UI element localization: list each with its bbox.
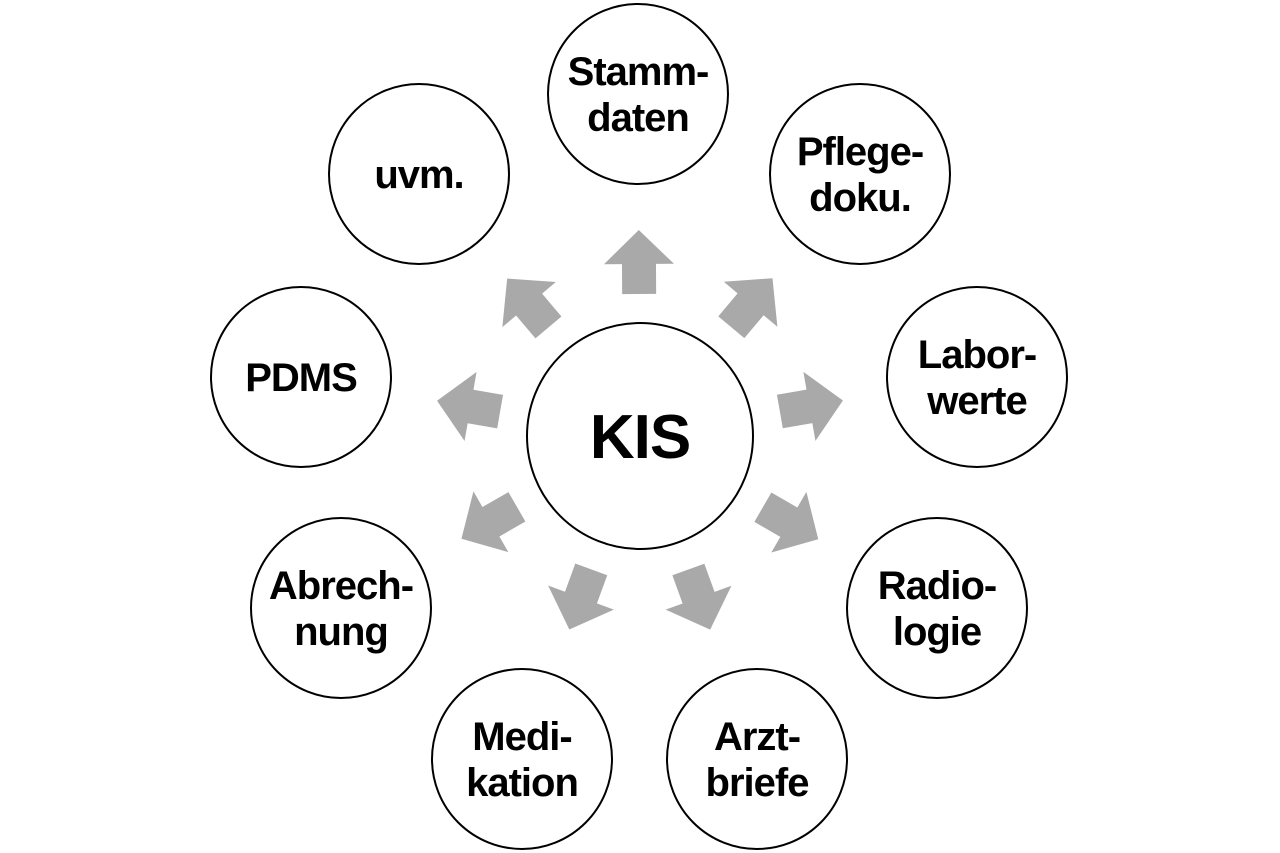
arrow-shape	[437, 372, 504, 441]
node-label-line: Pflege-	[797, 130, 923, 174]
node-label-line: daten	[587, 96, 689, 140]
node-medikation: Medi-kation	[431, 668, 613, 850]
node-label-line: Labor-	[918, 333, 1036, 377]
arrow-shape	[776, 371, 843, 441]
node-label-line: PDMS	[245, 356, 357, 400]
node-arztbriefe: Arzt-briefe	[666, 668, 848, 850]
node-abrechnung: Abrech-nung	[250, 517, 432, 699]
node-label-line: logie	[893, 610, 981, 654]
node-label-line: briefe	[706, 761, 809, 805]
arrow-shape	[665, 563, 732, 630]
node-circle	[769, 83, 951, 265]
arrow-medikation	[548, 563, 614, 630]
node-circle	[666, 668, 848, 850]
node-circle	[250, 517, 432, 699]
arrow-stammdaten	[603, 230, 674, 295]
center-circle	[526, 322, 754, 550]
node-circle	[846, 517, 1028, 699]
node-uvm: uvm.	[328, 83, 510, 265]
arrows-layer	[437, 230, 843, 630]
node-label-line: Medi-	[472, 715, 571, 759]
arrow-shape	[548, 563, 614, 630]
arrow-shape	[502, 278, 562, 339]
node-label-line: Arzt-	[714, 715, 800, 759]
node-circle	[210, 286, 392, 468]
node-circle	[547, 3, 729, 185]
arrow-shape	[603, 230, 674, 295]
arrow-shape	[754, 491, 819, 553]
node-label-line: nung	[294, 610, 388, 654]
arrow-abrechnung	[461, 491, 526, 553]
node-label-line: uvm.	[374, 153, 463, 197]
node-circle	[431, 668, 613, 850]
arrow-shape	[461, 491, 526, 553]
arrow-pdms	[437, 372, 504, 441]
arrow-arztbriefe	[665, 563, 732, 630]
node-label-line: werte	[926, 379, 1027, 423]
arrow-radiologie	[754, 491, 819, 553]
node-label-line: Abrech-	[269, 564, 413, 608]
node-label-line: kation	[466, 761, 578, 805]
nodes-layer: Stamm-datenPflege-doku.Labor-werteRadio-…	[210, 3, 1068, 850]
arrow-shape	[718, 278, 778, 339]
arrow-uvm	[502, 278, 562, 339]
node-laborwerte: Labor-werte	[886, 286, 1068, 468]
node-pflegedoku: Pflege-doku.	[769, 83, 951, 265]
node-radiologie: Radio-logie	[846, 517, 1028, 699]
node-circle	[886, 286, 1068, 468]
node-label-line: Stamm-	[568, 50, 709, 94]
node-circle	[328, 83, 510, 265]
node-pdms: PDMS	[210, 286, 392, 468]
arrow-laborwerte	[776, 371, 843, 441]
center-node: KIS	[526, 322, 754, 550]
node-label-line: Radio-	[878, 564, 996, 608]
center-label: KIS	[590, 403, 690, 472]
node-stammdaten: Stamm-daten	[547, 3, 729, 185]
arrow-pflegedoku	[718, 278, 778, 339]
node-label-line: doku.	[809, 176, 911, 220]
